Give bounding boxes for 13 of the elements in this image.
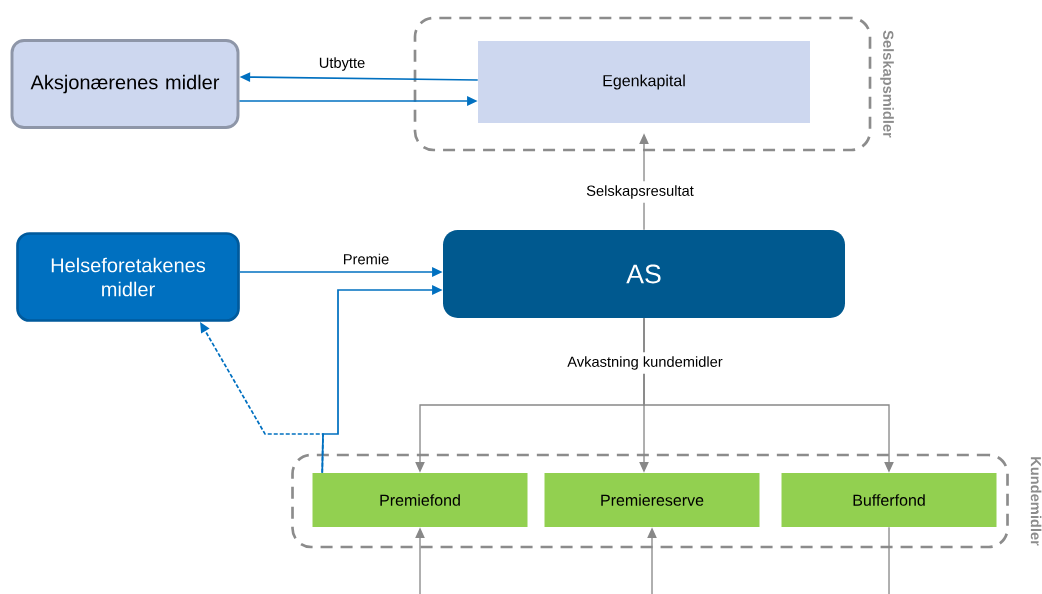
edge-label: Selskapsresultat bbox=[582, 181, 698, 203]
edge-label: Avkastning kundemidler bbox=[563, 352, 727, 374]
node-label: Kundemidler bbox=[1030, 457, 1042, 546]
equity-box: Egenkapital bbox=[478, 41, 810, 123]
edge-label: Utbytte bbox=[314, 53, 370, 75]
client-box: Helseforetakenes midler bbox=[16, 232, 240, 322]
owner-box: Aksjonærenes midler bbox=[10, 39, 240, 129]
node-label: Selskapsmidler bbox=[880, 30, 894, 138]
fund-box: Premiereserve bbox=[544, 473, 760, 527]
fund-box: Premiefond bbox=[312, 473, 528, 527]
edge-label: Premie bbox=[338, 249, 394, 269]
company-box: AS bbox=[443, 230, 845, 318]
fund-box: Bufferfond bbox=[781, 473, 997, 527]
